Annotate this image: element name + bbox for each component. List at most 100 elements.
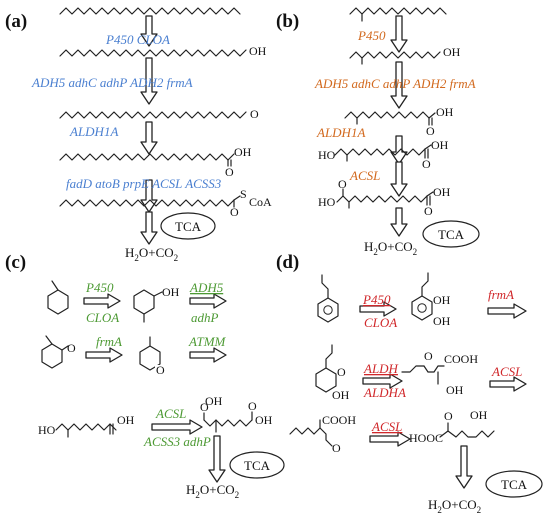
alkane-chain — [59, 7, 241, 15]
enzyme-label-d1-top: P450 — [362, 292, 391, 307]
methyl-c1 — [51, 280, 59, 291]
enzyme-label-c1-bottom: CLOA — [86, 310, 119, 325]
alcohol-oh: OH — [249, 44, 267, 58]
enzyme-label-a1: P450 CLOA — [105, 32, 170, 47]
c-acid-oh-top: OH — [205, 394, 223, 408]
d-ket3-o: O — [444, 409, 453, 423]
panel-d-label: (d) — [276, 252, 299, 273]
enzyme-label-c2-bottom: adhP — [191, 310, 219, 325]
c-acid-o-top: O — [200, 400, 209, 414]
panel-a-label: (a) — [5, 11, 27, 32]
methylcyclohexanone-ring — [41, 343, 63, 369]
tca-label-a: TCA — [175, 219, 202, 234]
panel-b-label: (b) — [276, 11, 299, 32]
down-arrow-b3 — [390, 135, 408, 165]
d-hooc: HOOC — [409, 431, 443, 445]
acid-chain — [59, 153, 229, 161]
down-arrow-a4 — [140, 179, 158, 213]
diacid — [336, 195, 428, 203]
c-ene-oh: OH — [117, 413, 135, 427]
down-arrow-a3 — [140, 121, 158, 155]
tca-label-b: TCA — [438, 227, 465, 242]
d-cooh2: COOH — [322, 413, 356, 427]
right-arrow-c2 — [189, 293, 227, 309]
tca-label-c: TCA — [244, 458, 271, 473]
enzyme-label-d3-top: ALDH — [363, 361, 399, 376]
right-arrow-d3 — [362, 373, 403, 389]
d-final-chain — [439, 430, 495, 438]
enzyme-label-d3-bottom: ALDHA — [363, 385, 406, 400]
thioester-bond — [233, 195, 241, 201]
b-acid1-coh — [428, 112, 436, 119]
propyl-chain-d2 — [421, 272, 429, 297]
down-arrow-a2 — [140, 57, 158, 105]
aromatic-circle-d2 — [417, 303, 427, 313]
c-oh-bond — [153, 291, 163, 297]
aromatic-circle-d1 — [323, 305, 333, 315]
propylbenzene-ring — [317, 297, 339, 323]
products-c: H2O+CO2 — [186, 482, 239, 500]
d-ald-o: O — [424, 349, 433, 363]
down-arrow-a5 — [140, 211, 158, 245]
diene-chain-d1 — [423, 365, 445, 373]
down-arrow-a1 — [140, 15, 158, 47]
d-cooh1: COOH — [444, 352, 478, 366]
b-acid2-oh: OH — [431, 138, 449, 152]
panel-c-label: (c) — [5, 252, 26, 273]
right-arrow-d1 — [359, 301, 397, 317]
enzyme-label-c2-top: ADH5 — [189, 280, 224, 295]
acid-o: O — [225, 165, 234, 179]
c-oh: OH — [162, 285, 180, 299]
b-acid3-oh: OH — [433, 185, 451, 199]
right-arrow-c3 — [85, 347, 123, 363]
methylcyclohexane-ring — [47, 289, 69, 315]
c-acid2-oh: OH — [255, 413, 273, 427]
panel-a: (a) P450 CLOA OH ADH5 adhC adhP ADH2 frm… — [5, 7, 272, 263]
d-oh2: OH — [433, 314, 451, 328]
right-arrow-c5 — [151, 419, 203, 435]
acid-coh-bond — [227, 153, 235, 161]
down-arrow-b2 — [390, 61, 408, 109]
b-acid2-coh — [424, 144, 432, 150]
right-arrow-c1 — [83, 293, 121, 309]
d-ket2-o: O — [332, 441, 341, 455]
branched-acid — [344, 111, 430, 119]
panel-c: (c) P450 CLOA OH ADH5 adhP O frmA O ATMM… — [5, 252, 285, 500]
enzyme-label-d5: ACSL — [371, 419, 402, 434]
b-acid3-o: O — [424, 204, 433, 218]
c-ho: HO — [38, 423, 56, 437]
enzyme-label-c5-top: ACSL — [155, 406, 186, 421]
keto-diacid-chain — [203, 419, 253, 427]
products-b: H2O+CO2 — [364, 239, 417, 257]
down-arrow-b4 — [390, 161, 408, 197]
enzyme-label-a2: ADH5 adhC adhP ADH2 frmA — [31, 75, 193, 90]
d-oh3: OH — [332, 388, 350, 402]
b-alcohol-oh: OH — [443, 45, 461, 59]
enzyme-label-a3: ALDH1A — [69, 124, 118, 139]
enzyme-label-d1-bottom: CLOA — [364, 315, 397, 330]
b-ho-2: HO — [318, 148, 336, 162]
products-d: H2O+CO2 — [428, 497, 481, 515]
methylcyclohexanol-ring — [133, 289, 155, 315]
tca-label-d: TCA — [501, 477, 528, 492]
panel-b: (b) P450 OH ADH5 adhC adhP ADH2 frmA O O… — [276, 7, 480, 257]
b-acid3-o-top: O — [338, 177, 347, 191]
enzyme-label-c5-bottom: ACSS3 adhP — [143, 434, 211, 449]
acyl-o: O — [230, 205, 239, 219]
d-unsat-chain — [313, 427, 333, 447]
enzyme-label-c4: ATMM — [188, 334, 227, 349]
propyl-chain-d1 — [321, 274, 329, 299]
enzyme-label-d4: ACSL — [491, 364, 522, 379]
unsaturated-diol-chain — [55, 423, 117, 431]
tca-cycle-d — [485, 470, 543, 498]
catechol-ring — [411, 295, 433, 321]
products-a: H2O+CO2 — [125, 245, 178, 263]
enzyme-label-c3: frmA — [96, 334, 122, 349]
b-acid2-o: O — [422, 157, 431, 171]
b-acid3-coh — [426, 191, 434, 197]
enzyme-label-b1: P450 — [357, 28, 386, 43]
right-arrow-d2 — [487, 303, 527, 319]
d-oh1: OH — [433, 293, 451, 307]
acyl-coa-chain — [59, 199, 235, 207]
